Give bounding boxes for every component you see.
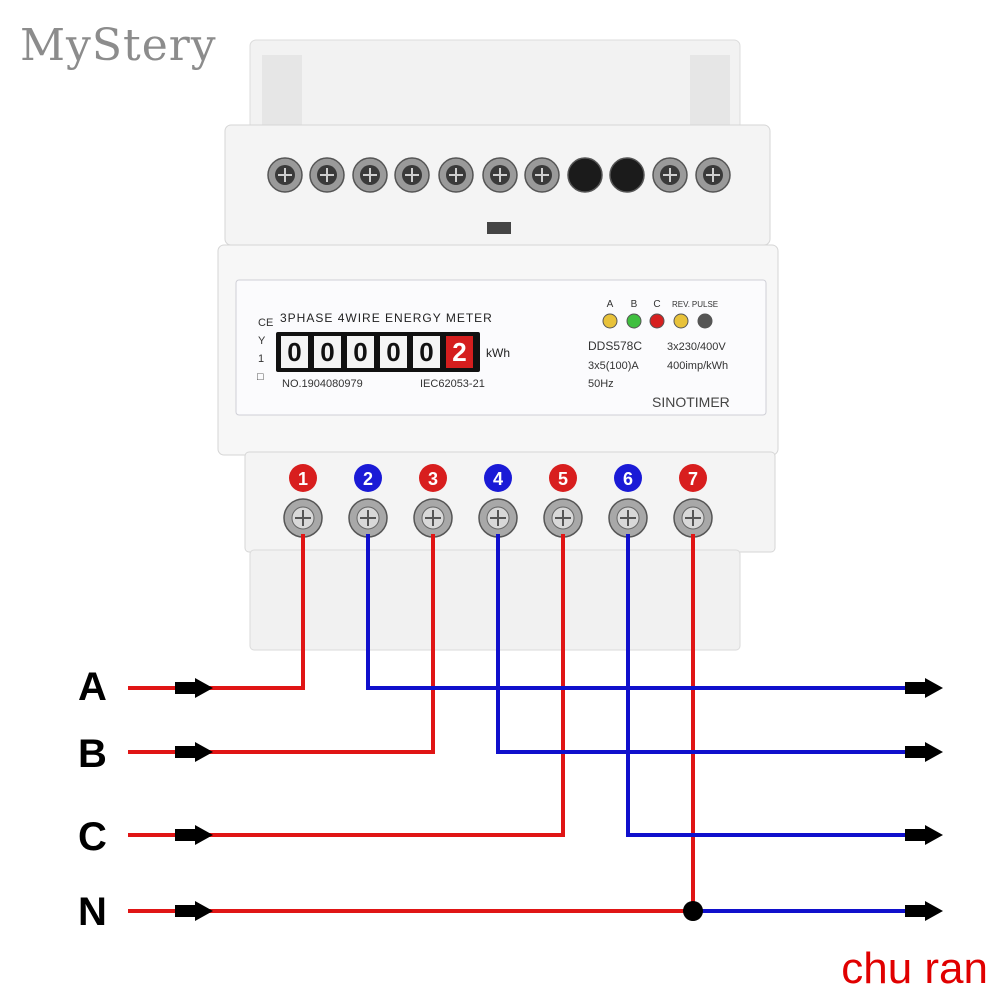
output-arrow-icon — [905, 678, 943, 698]
indicator-leds: A B C REV.PULSE — [602, 299, 718, 329]
indicator-led — [649, 313, 665, 329]
terminal-number: 5 — [558, 469, 568, 489]
class-mark: 1 — [258, 353, 264, 365]
terminal-badge — [614, 464, 642, 492]
top-screw — [609, 157, 645, 193]
output-arrow-icon — [905, 825, 943, 845]
top-screw — [482, 157, 518, 193]
terminal-number: 2 — [363, 469, 373, 489]
terminal-screw — [348, 498, 388, 538]
output-wire — [366, 534, 928, 690]
counter-digit-cell — [281, 336, 308, 368]
top-screw — [394, 157, 430, 193]
terminal-screw — [283, 498, 323, 538]
terminal-badge — [289, 464, 317, 492]
terminal-screw — [413, 498, 453, 538]
phase-label-a: A — [78, 665, 107, 709]
watermark-text: MyStery — [20, 20, 217, 71]
top-screw — [695, 157, 731, 193]
phase-label-c: C — [78, 815, 107, 859]
input-arrow-icon — [175, 678, 213, 698]
top-screw — [352, 157, 388, 193]
counter-digit-cell — [413, 336, 440, 368]
phase-label-b: B — [78, 732, 107, 776]
phase-symbol: Y — [258, 335, 266, 347]
model-number: DDS578C — [588, 339, 642, 353]
junction-dot — [683, 901, 703, 921]
indicator-label: C — [653, 299, 660, 310]
input-wire — [128, 534, 435, 754]
current-rating: 3x5(100)A — [588, 360, 639, 372]
terminal-screw — [478, 498, 518, 538]
counter-digit-cell — [380, 336, 407, 368]
terminal-screw — [543, 498, 583, 538]
terminal-screw — [608, 498, 648, 538]
top-screw-row — [267, 157, 731, 193]
indicator-led — [697, 313, 713, 329]
indicator-label: A — [607, 299, 614, 310]
terminal-badge — [419, 464, 447, 492]
terminal-number: 6 — [623, 469, 633, 489]
terminal-screw — [673, 498, 713, 538]
output-arrow-icon — [905, 901, 943, 921]
standard-code: IEC62053-21 — [420, 378, 485, 390]
terminal-number: 1 — [298, 469, 308, 489]
terminal-row: 1 2 3 4 5 6 7 — [283, 464, 713, 538]
terminal-badge — [679, 464, 707, 492]
top-screw — [438, 157, 474, 193]
indicator-led — [626, 313, 642, 329]
counter-digit: 0 — [419, 337, 433, 367]
counter-unit: kWh — [486, 346, 510, 360]
neutral-label-n: N — [78, 890, 107, 934]
input-wire — [128, 534, 565, 837]
counter-digit: 0 — [386, 337, 400, 367]
meter-body — [217, 39, 779, 651]
impulse-rating: 400imp/kWh — [667, 360, 728, 372]
input-arrow-icon — [175, 742, 213, 762]
counter-digit-cell — [446, 336, 473, 368]
output-arrow-icon — [905, 742, 943, 762]
counter-digit-cell — [347, 336, 374, 368]
brand-name: SINOTIMER — [652, 394, 730, 410]
terminal-badge — [354, 464, 382, 492]
indicator-led — [602, 313, 618, 329]
counter-digit: 0 — [287, 337, 301, 367]
counter-digit: 2 — [452, 337, 466, 367]
top-screw — [567, 157, 603, 193]
top-screw — [267, 157, 303, 193]
top-screw — [524, 157, 560, 193]
indicator-label: PULSE — [692, 300, 718, 309]
counter-digit: 0 — [353, 337, 367, 367]
terminal-badge — [484, 464, 512, 492]
meter-title: 3PHASE 4WIRE ENERGY METER — [280, 311, 493, 325]
wires — [128, 534, 943, 921]
indicator-led — [673, 313, 689, 329]
voltage-rating: 3x230/400V — [667, 341, 726, 353]
indicator-label: REV. — [672, 300, 690, 309]
top-screw — [309, 157, 345, 193]
top-screw — [652, 157, 688, 193]
terminal-badge — [549, 464, 577, 492]
input-arrow-icon — [175, 825, 213, 845]
double-insulation-mark: □ — [257, 371, 264, 383]
counter-digit-cell — [314, 336, 341, 368]
ce-mark: CE — [258, 317, 273, 329]
output-wire — [496, 534, 928, 754]
serial-number: NO.1904080979 — [282, 378, 363, 390]
output-wire — [626, 534, 928, 837]
input-arrow-icon — [175, 901, 213, 921]
indicator-label: B — [631, 299, 638, 310]
terminal-number: 4 — [493, 469, 503, 489]
terminal-number: 7 — [688, 469, 698, 489]
counter-digit: 0 — [320, 337, 334, 367]
frequency-rating: 50Hz — [588, 378, 614, 390]
terminal-number: 3 — [428, 469, 438, 489]
footer-note: chu ran — [841, 944, 988, 993]
